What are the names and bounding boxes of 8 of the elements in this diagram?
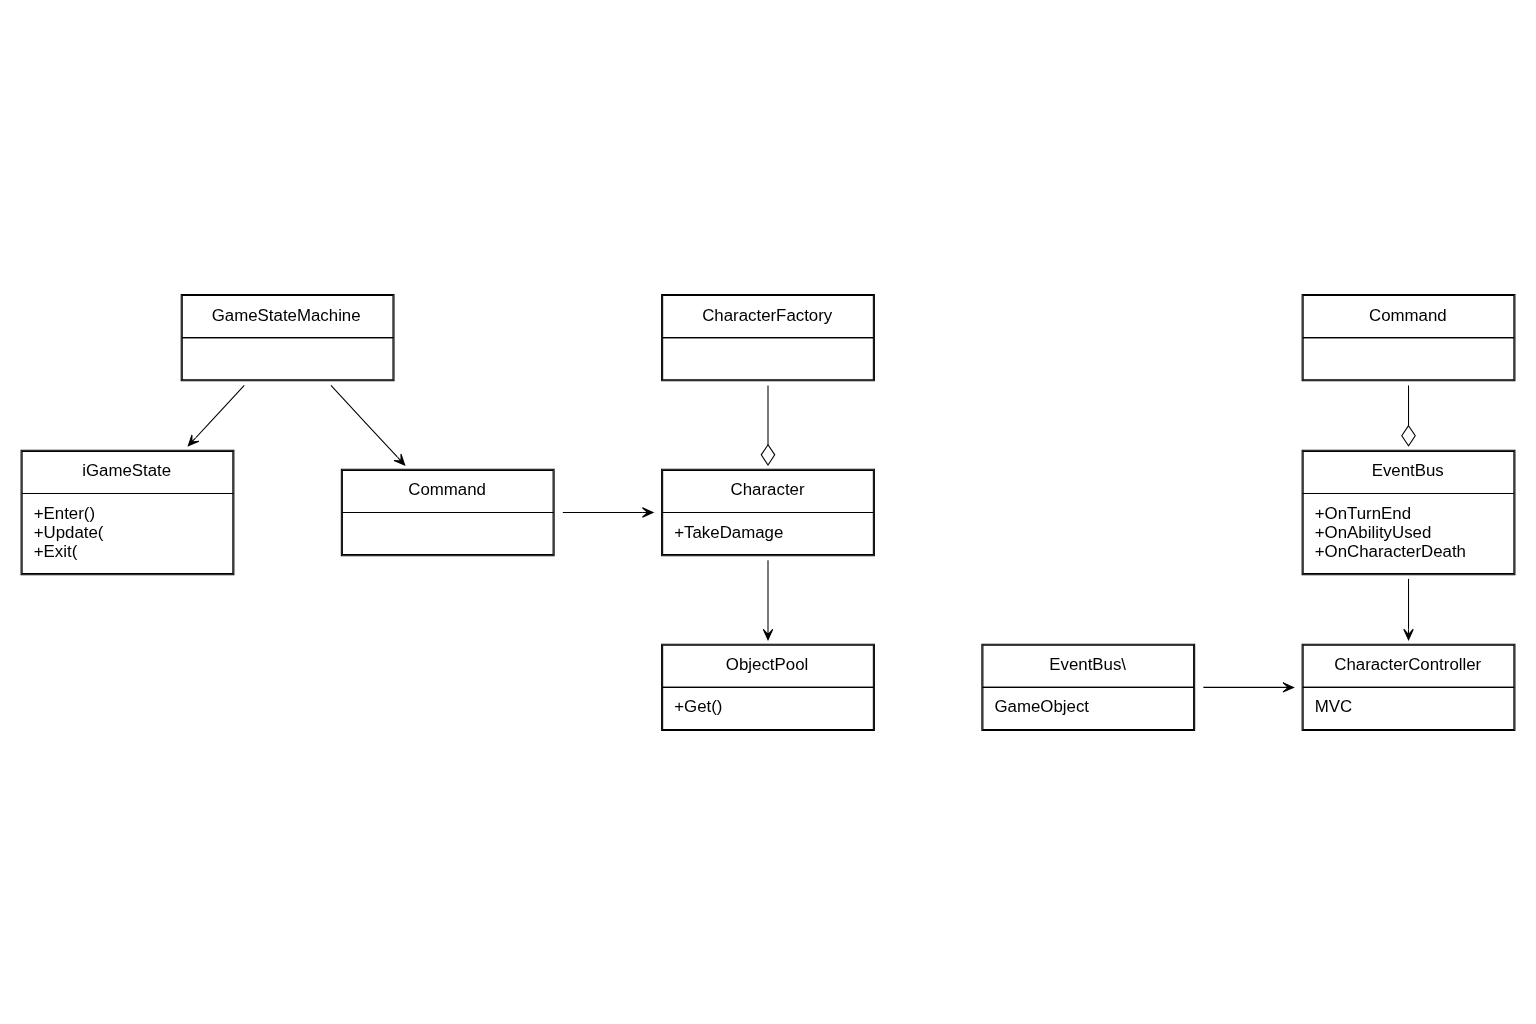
arrow <box>562 506 654 518</box>
arrow <box>1202 681 1295 693</box>
arrow <box>762 559 774 640</box>
connector <box>1401 384 1416 447</box>
connector <box>760 384 776 466</box>
arrow <box>330 384 406 465</box>
arrow <box>1403 577 1414 640</box>
arrow <box>187 384 245 446</box>
